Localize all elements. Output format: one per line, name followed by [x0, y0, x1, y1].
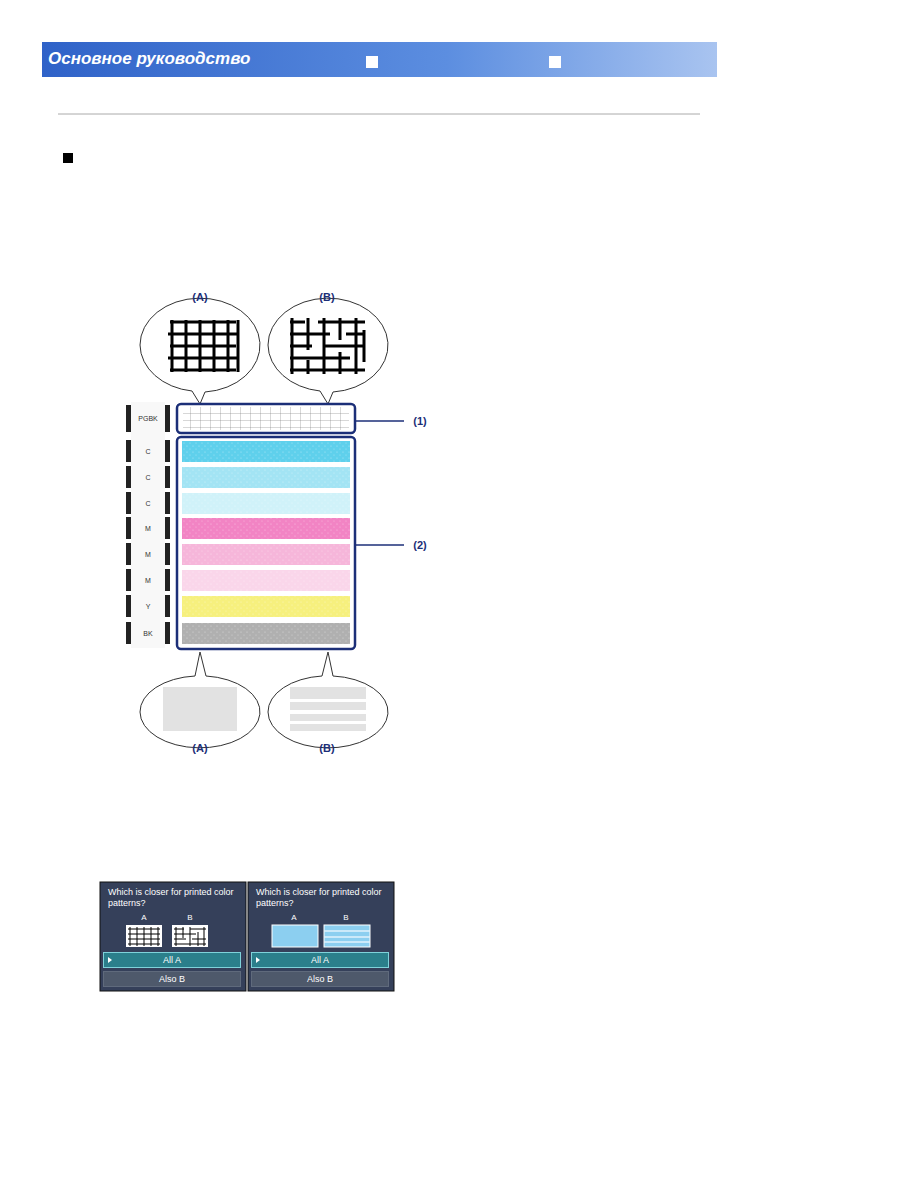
- lcd-option-letter: A: [141, 913, 146, 922]
- ink-label: M: [145, 525, 151, 532]
- header-band: Основное руководство: [42, 42, 717, 77]
- magnify-bubble: [140, 298, 388, 404]
- ink-label: BK: [143, 630, 152, 637]
- ink-label: Y: [146, 603, 151, 610]
- good-fill: [163, 687, 237, 731]
- selection-marker: [256, 957, 260, 963]
- callout-number: (1): [413, 416, 426, 427]
- header-icon: [366, 56, 378, 68]
- lcd-screen: Which is closer for printed color patter…: [100, 882, 246, 991]
- nozzle-grid: [183, 407, 349, 430]
- callout-letter: (A): [192, 743, 207, 754]
- region-outline: [177, 437, 355, 649]
- region-outline: [177, 404, 355, 433]
- leader-line: [355, 420, 404, 422]
- lcd-screen: Which is closer for printed color patter…: [248, 882, 394, 991]
- ink-label: M: [145, 551, 151, 558]
- selection-marker: [108, 957, 112, 963]
- callout-number: (2): [413, 540, 426, 551]
- lcd-button-label: All A: [252, 954, 388, 967]
- callout-letter: (B): [319, 743, 334, 754]
- magnify-bubble: [140, 652, 388, 748]
- header-icon: [549, 56, 561, 68]
- ink-label: C: [145, 474, 150, 481]
- ink-label: M: [145, 577, 151, 584]
- lcd-thumb: [126, 925, 370, 947]
- lcd-button: All A: [103, 952, 241, 968]
- lcd-option-letter: B: [187, 913, 192, 922]
- callout-letter: (A): [192, 292, 207, 303]
- ink-label: C: [145, 448, 150, 455]
- header-title: Основное руководство: [48, 49, 250, 69]
- lcd-button: Also B: [251, 971, 389, 987]
- lcd-button: All A: [251, 952, 389, 968]
- lcd-button-label: Also B: [252, 973, 388, 986]
- callout-letter: (B): [319, 292, 334, 303]
- bullet: [63, 153, 73, 163]
- lcd-option-letter: A: [291, 913, 296, 922]
- lcd-question: Which is closer for printed color patter…: [108, 887, 236, 909]
- ink-label: C: [145, 500, 150, 507]
- bad-pattern: [290, 318, 365, 374]
- good-pattern: [168, 320, 238, 372]
- header-band: [42, 42, 717, 77]
- leader-line: [355, 544, 404, 546]
- rule: [58, 114, 700, 115]
- bad-fill: [290, 687, 366, 731]
- lcd-option-letter: B: [343, 913, 348, 922]
- lcd-screen: [100, 882, 246, 991]
- lcd-screen: [248, 882, 394, 991]
- lcd-button-label: All A: [104, 954, 240, 967]
- lcd-button-label: Also B: [104, 973, 240, 986]
- color-bars: [182, 441, 350, 644]
- lcd-button: Also B: [103, 971, 241, 987]
- ink-label: PGBK: [138, 415, 157, 422]
- lcd-question: Which is closer for printed color patter…: [256, 887, 384, 909]
